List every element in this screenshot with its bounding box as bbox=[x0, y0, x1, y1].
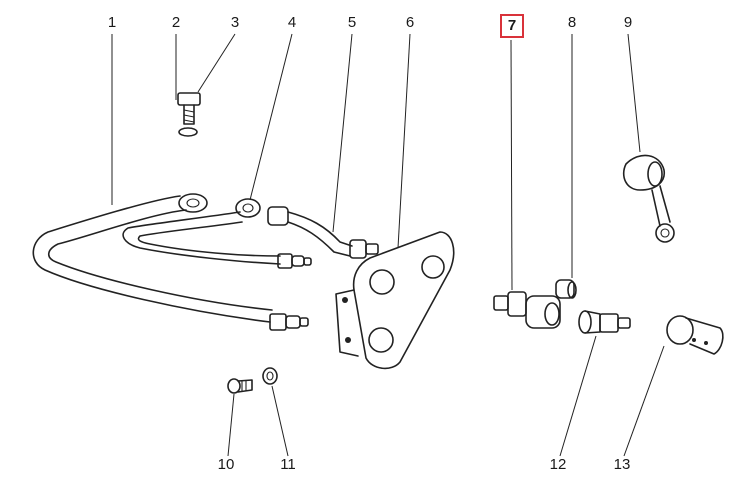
part-2-washer bbox=[178, 127, 198, 137]
callout-13[interactable]: 13 bbox=[613, 456, 631, 473]
leader-3 bbox=[197, 33, 236, 93]
part-9-dust-cap-strap bbox=[622, 154, 675, 243]
callout-5[interactable]: 5 bbox=[347, 14, 357, 31]
part-1-pipe-long bbox=[32, 193, 309, 331]
leader-lines bbox=[111, 33, 665, 457]
callout-6[interactable]: 6 bbox=[405, 14, 415, 31]
leader-10 bbox=[227, 393, 235, 457]
part-7-valve bbox=[493, 291, 561, 329]
part-10-screw bbox=[227, 378, 253, 394]
part-12-adaptor bbox=[578, 310, 631, 334]
part-13-banjo-clamp bbox=[666, 315, 724, 355]
callout-2[interactable]: 2 bbox=[171, 14, 181, 31]
leader-6 bbox=[397, 33, 411, 249]
callout-11[interactable]: 11 bbox=[280, 456, 296, 473]
callout-10[interactable]: 10 bbox=[217, 456, 235, 473]
part-11-washer bbox=[262, 367, 278, 385]
leader-4 bbox=[249, 33, 293, 201]
callout-12[interactable]: 12 bbox=[549, 456, 567, 473]
part-6-mounting-bracket bbox=[335, 231, 455, 370]
callout-8[interactable]: 8 bbox=[567, 14, 577, 31]
leader-11 bbox=[271, 385, 289, 457]
callout-1[interactable]: 1 bbox=[107, 14, 117, 31]
leader-13 bbox=[623, 345, 665, 457]
callout-4[interactable]: 4 bbox=[287, 14, 297, 31]
callout-3[interactable]: 3 bbox=[230, 14, 240, 31]
leader-12 bbox=[559, 335, 597, 457]
part-3-bolt bbox=[177, 92, 201, 125]
part-4-pipe-short bbox=[122, 198, 312, 269]
callout-9[interactable]: 9 bbox=[623, 14, 633, 31]
leader-7 bbox=[510, 39, 513, 291]
leader-5 bbox=[332, 33, 353, 233]
callout-7-highlighted[interactable]: 7 bbox=[500, 14, 524, 38]
leader-9 bbox=[627, 33, 641, 153]
part-5-pipe-bracket bbox=[267, 206, 379, 259]
part-8-cap bbox=[555, 279, 577, 299]
